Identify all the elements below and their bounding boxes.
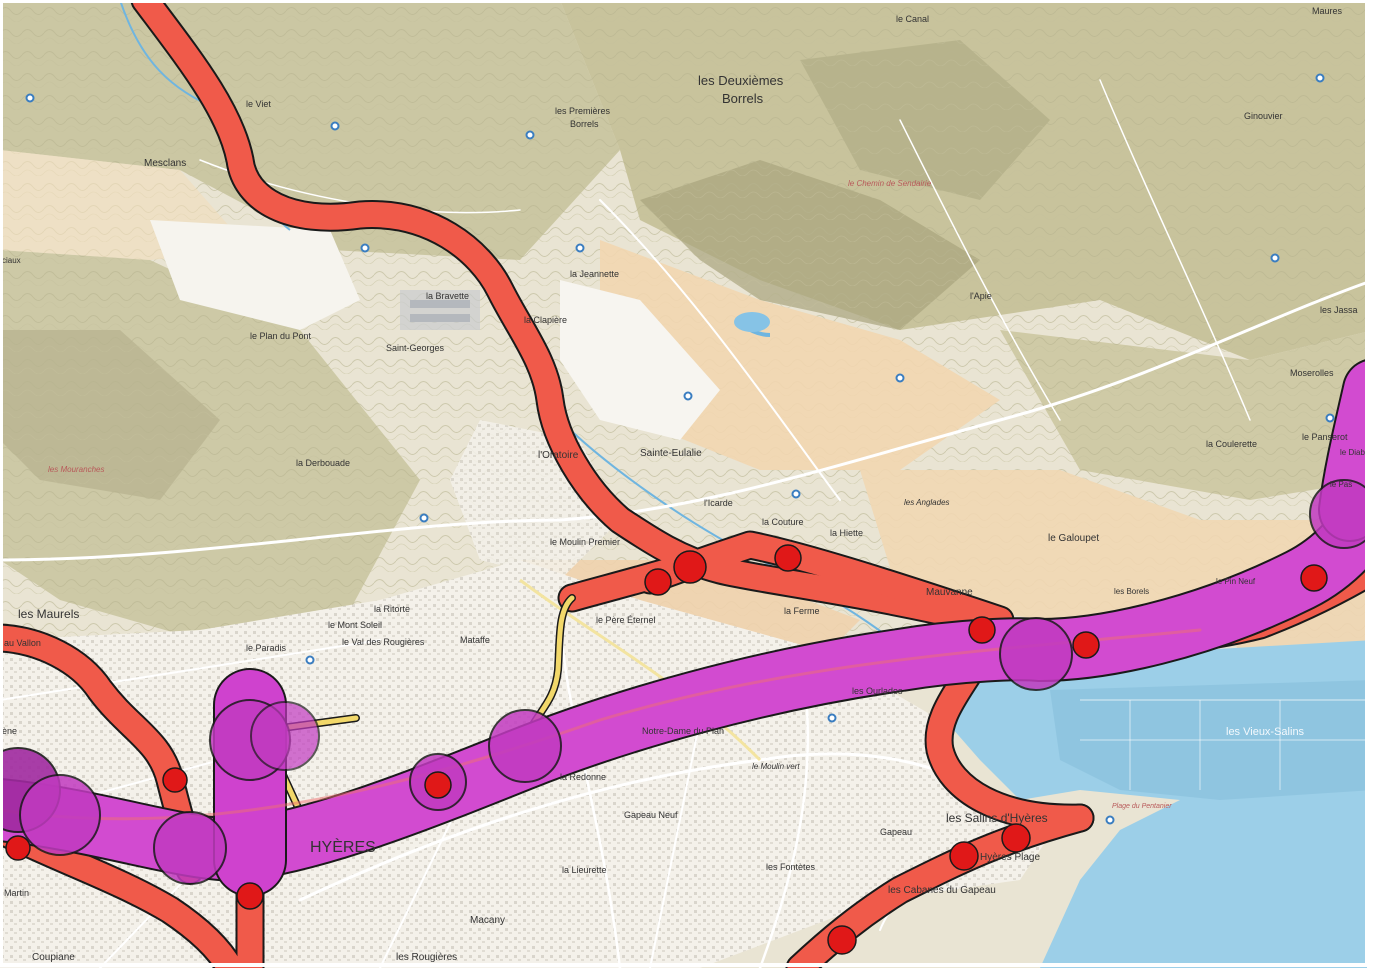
label-les-ourlades: les Ourlades	[852, 686, 903, 696]
label-le-pin-neuf: le Pin Neuf	[1216, 577, 1256, 586]
label-les-vieux-salins: les Vieux-Salins	[1226, 726, 1305, 738]
label-la-derbouade: la Derbouade	[296, 458, 350, 468]
label-le-moulin-premier: le Moulin Premier	[550, 537, 620, 547]
label-les-fontetes: les Fontètes	[766, 862, 816, 872]
label-les-borels: les Borels	[1114, 587, 1149, 596]
label-le-pas: le Pas	[1330, 480, 1352, 489]
label-mauvanne: Mauvanne	[926, 587, 973, 598]
label-borrels: Borrels	[722, 91, 764, 106]
label-moserolles: Moserolles	[1290, 368, 1334, 378]
label-ginouvier: Ginouvier	[1244, 111, 1283, 121]
label-le-canal: le Canal	[896, 14, 929, 24]
label-les-deuxiemes: les Deuxièmes	[698, 73, 784, 88]
label-ciaux: ciaux	[2, 256, 21, 265]
label-la-clapiere: la Clapière	[524, 315, 567, 325]
label-le-diable: le Diable	[1340, 448, 1372, 457]
label-les-cabanes: les Cabanes du Gapeau	[888, 885, 996, 896]
label-coupiane: Coupiane	[32, 952, 75, 963]
label-la-coulerette: la Coulerette	[1206, 439, 1257, 449]
label-la-bravette: la Bravette	[426, 291, 469, 301]
label-les-maurels: les Maurels	[18, 607, 79, 621]
label-la-ferme: la Ferme	[784, 606, 820, 616]
label-le-galoupet: le Galoupet	[1048, 533, 1099, 544]
open-areas	[150, 220, 720, 440]
label-le-moulin-vert: le Moulin vert	[752, 762, 800, 771]
label-les-jassa: les Jassa	[1320, 305, 1358, 315]
poi-markers	[25, 73, 1335, 825]
label-le-panserot: le Panserot	[1302, 432, 1348, 442]
place-labels: les Deuxièmes Borrels les Premières Borr…	[2, 6, 1372, 963]
label-mesclans: Mesclans	[144, 158, 186, 169]
label-chemin-de-sendairie: le Chemin de Sendairie	[848, 179, 932, 188]
label-mataffe: Mataffe	[460, 635, 490, 645]
label-martin: Martin	[4, 888, 29, 898]
label-les-salins: les Salins d'Hyères	[946, 811, 1048, 825]
label-le-viet: le Viet	[246, 99, 271, 109]
label-saint-georges: Saint-Georges	[386, 343, 445, 353]
red-nodes	[5, 544, 1328, 955]
label-le-plan-du-pont: le Plan du Pont	[250, 331, 312, 341]
magenta-nodes	[0, 479, 1374, 885]
label-le-pere-eternel: le Père Éternel	[596, 615, 656, 625]
label-le-mont-soleil: le Mont Soleil	[328, 620, 382, 630]
right-margin	[1367, 0, 1374, 968]
label-gapeau-neuf: Gapeau Neuf	[624, 810, 678, 820]
label-la-lieurette: la Lieurette	[562, 865, 607, 875]
label-au-vallon: au Vallon	[4, 638, 41, 648]
label-la-hiette: la Hiette	[830, 528, 863, 538]
label-les-rougieres: les Rougières	[396, 952, 457, 963]
label-le-paradis: le Paradis	[246, 643, 287, 653]
label-les-anglades: les Anglades	[904, 498, 950, 507]
label-la-couture: la Couture	[762, 517, 804, 527]
sea	[945, 640, 1374, 968]
label-le-val-des-rougieres: le Val des Rougières	[342, 637, 425, 647]
highway	[519, 578, 762, 762]
label-les-mouranches: les Mouranches	[48, 465, 104, 474]
label-maures: Maures	[1312, 6, 1343, 16]
label-borrels-2: Borrels	[570, 119, 599, 129]
label-notre-dame-du-plan: Notre-Dame du Plan	[642, 726, 724, 736]
label-icarde: l'Icarde	[704, 498, 733, 508]
label-sainte-eulalie: Sainte-Eulalie	[640, 448, 702, 459]
lake	[734, 312, 770, 332]
label-la-jeannette: la Jeannette	[570, 269, 619, 279]
label-apie: l'Apie	[970, 291, 992, 301]
label-hyeres-plage: Hyères Plage	[980, 852, 1040, 863]
label-oratoire: l'Oratoire	[538, 450, 579, 461]
label-ene: ène	[2, 726, 17, 736]
label-plage-pentanier: Plage du Pentanier	[1112, 803, 1172, 810]
label-hyeres: HYÈRES	[310, 837, 376, 856]
label-gapeau: Gapeau	[880, 827, 912, 837]
label-la-ritorte: la Ritorte	[374, 604, 410, 614]
label-la-redonne: la Redonne	[560, 772, 606, 782]
label-les-premieres: les Premières	[555, 106, 611, 116]
label-macany: Macany	[470, 915, 505, 926]
